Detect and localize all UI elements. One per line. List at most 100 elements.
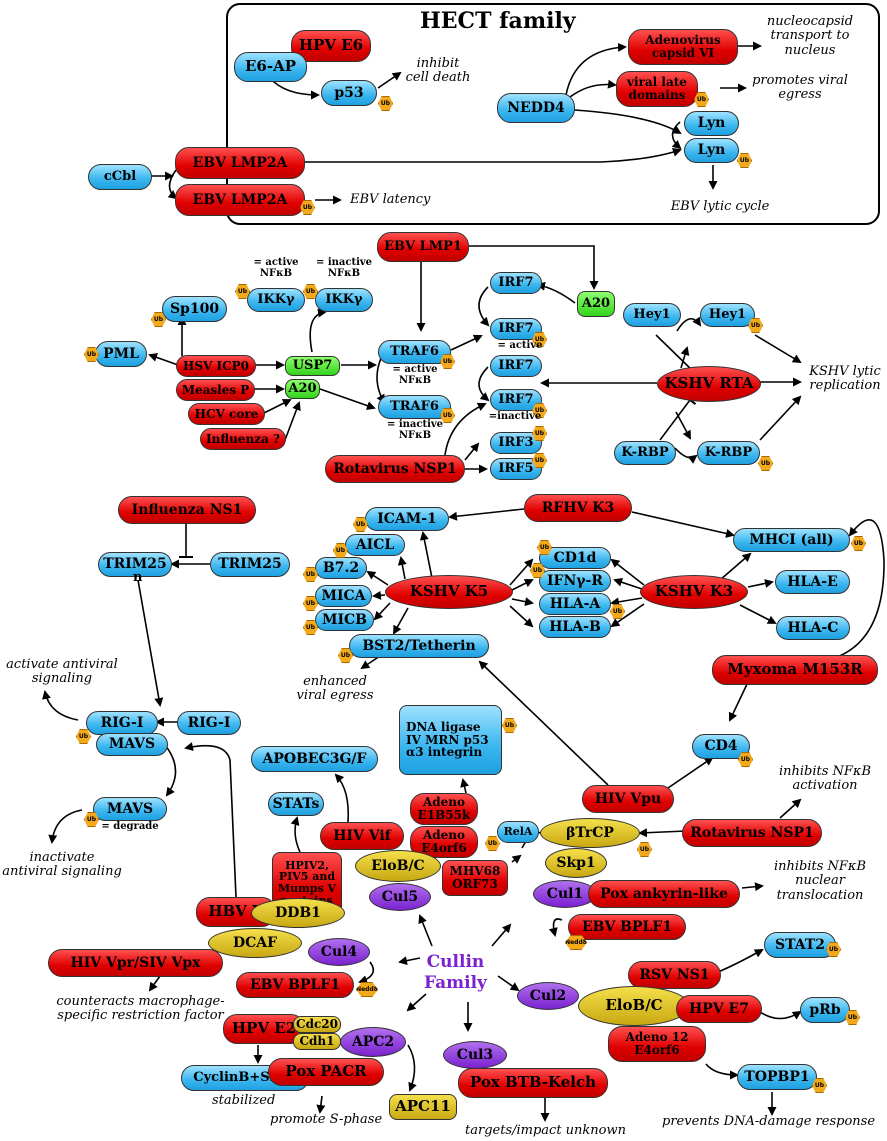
- edge-hpiv-stats: [290, 816, 301, 853]
- ub-tag: Ub: [84, 347, 99, 362]
- node-b72: B7.2: [315, 557, 367, 579]
- node-rigi: RIG-I: [177, 711, 241, 735]
- node-hpv-e6: HPV E6: [291, 30, 371, 62]
- node-cdh1: Cdh1: [293, 1033, 341, 1050]
- edge-k5-ifn: [511, 579, 534, 591]
- node-lyn: Lyn: [684, 111, 739, 136]
- edge-mhv-relA: [511, 854, 522, 864]
- ub-tag: Ub: [826, 942, 841, 957]
- node-apc2: APC2: [340, 1027, 406, 1057]
- ub-tag: Ub: [530, 563, 545, 578]
- node-a20-left: A20: [285, 379, 320, 399]
- ub-tag: Ub: [637, 842, 652, 857]
- node-elob-c-right: EloB/C: [578, 986, 690, 1026]
- edge-lmp2a-lmp2a: [167, 169, 178, 200]
- edge-e7-prb: [759, 1010, 802, 1020]
- edge-vpr-counter: [148, 975, 161, 992]
- edge-rota-irf3: [464, 442, 480, 461]
- node-trim25: TRIM25: [210, 552, 290, 577]
- node-ikk-active: IKKγ: [247, 288, 305, 312]
- node-skp1: Skp1: [545, 848, 607, 878]
- ub-tag: Ub: [76, 729, 91, 744]
- edge-hey1a-hey1b: [676, 316, 702, 332]
- label-promote-s-phase: promote S-phase: [270, 1112, 383, 1127]
- edge-nedd4-adeno: [565, 42, 627, 96]
- edge-myx-cd4: [728, 681, 749, 722]
- node-hiv-vpu: HIV Vpu: [582, 785, 674, 813]
- ub-tag: Ub: [738, 752, 753, 767]
- ub-tag: Ub: [151, 312, 166, 327]
- node-cul4: Cul4: [308, 938, 370, 966]
- cullin-label-line1: Cullin: [426, 952, 485, 972]
- edge-cul-elob: [418, 914, 433, 947]
- ub-tag: Ub: [532, 426, 547, 441]
- cullin-label-line2: Family: [424, 973, 487, 994]
- node-cul5: Cul5: [369, 883, 431, 911]
- label-ebv-lytic-cycle: EBV lytic cycle: [670, 199, 770, 214]
- edge-a20-irf7: [536, 281, 576, 304]
- node-rigi-ub: RIG-I: [86, 711, 158, 735]
- node-stat2: STAT2: [764, 932, 836, 958]
- node-viral-late-domains: viral late domains: [616, 71, 698, 107]
- node-cul3: Cul3: [443, 1041, 507, 1069]
- edge-nedd4-late: [569, 79, 617, 98]
- edge-a20-traf6: [319, 388, 376, 410]
- edge-usp7-ikk: [309, 308, 327, 353]
- node-adeno-e1b55k: Adeno E1B55k: [410, 793, 478, 825]
- node-pox-pacr: Pox PACR: [268, 1058, 384, 1086]
- nedd8-tag: Nedd8: [356, 982, 378, 997]
- edge-cul-cul4: [398, 956, 421, 966]
- node-kshv-k3: KSHV K3: [640, 575, 748, 609]
- edge-rfhv-icam: [448, 508, 525, 521]
- node-elob-c-left: EloB/C: [355, 850, 441, 882]
- ub-tag: Ub: [440, 408, 455, 423]
- node-influenza-ns1: Influenza NS1: [118, 496, 256, 524]
- edge-k5-cd1d: [509, 558, 534, 586]
- ub-tag: Ub: [485, 836, 500, 851]
- label-kshv-lytic-replication: KSHV lytic replication: [809, 364, 881, 394]
- label-traf6-active: = active NFκB: [392, 364, 438, 386]
- edge-cul-apc2: [406, 993, 427, 1012]
- edge-bst2-egress: [360, 655, 381, 670]
- node-aicl: AICL: [345, 534, 405, 556]
- edge-k5-bst2: [393, 607, 409, 635]
- ub-tag: Ub: [758, 456, 773, 471]
- edge-cul-cul2: [497, 975, 520, 992]
- node-pox-ankyrin: Pox ankyrin-like: [588, 880, 740, 908]
- ub-tag: Ub: [502, 718, 517, 733]
- edge-k5-icam: [419, 531, 433, 579]
- hect-family-box: [226, 3, 880, 225]
- node-btrcp: βTrCP: [540, 818, 640, 848]
- node-ebv-lmp1: EBV LMP1: [377, 232, 469, 262]
- label-inhibits-nfkb-translocation: inhibits NFκB nuclear translocation: [773, 859, 867, 903]
- label-inhibits-nfkb-activation: inhibits NFκB activation: [778, 764, 872, 794]
- node-mhci: MHCI (all): [733, 528, 850, 552]
- node-ebv-lmp2a: EBV LMP2A: [175, 147, 305, 179]
- node-ikk-inactive: IKKγ: [315, 288, 373, 312]
- node-ebv-lmp2a-ub: EBV LMP2A: [175, 184, 305, 216]
- node-prb: pRb: [800, 997, 850, 1023]
- node-irf7-2: IRF7: [490, 318, 542, 340]
- node-icam1: ICAM-1: [365, 507, 449, 531]
- cullin-family-label: Cullin Family: [424, 952, 487, 995]
- node-mica: MICA: [315, 585, 372, 607]
- node-hla-e: HLA-E: [775, 570, 850, 594]
- edge-irf7-irf7: [478, 366, 490, 402]
- label-ebv-latency: EBV latency: [350, 192, 431, 207]
- node-ebv-bplf1-left: EBV BPLF1: [236, 972, 354, 998]
- node-lyn-ub: Lyn: [684, 138, 739, 163]
- edge-hey1-lytic: [754, 334, 802, 364]
- node-rotavirus-nsp1-bottom: Rotavirus NSP1: [682, 819, 822, 847]
- label-inhibit-cell-death: inhibit cell death: [405, 56, 471, 86]
- ub-tag: Ub: [737, 153, 752, 168]
- ub-tag: Ub: [303, 620, 318, 635]
- node-influenza-q: Influenza ?: [200, 428, 286, 450]
- edge-vpu-cd4: [667, 756, 714, 789]
- label-nucleocapsid-transport: nucleocapsid transport to nucleus: [766, 14, 854, 58]
- trim25-n-subscript: n: [133, 570, 143, 585]
- node-irf7-4: IRF7: [490, 389, 542, 411]
- ub-tag: Ub: [694, 92, 709, 107]
- node-ifng-r: IFNγ-R: [539, 570, 611, 592]
- node-irf3: IRF3: [490, 432, 542, 454]
